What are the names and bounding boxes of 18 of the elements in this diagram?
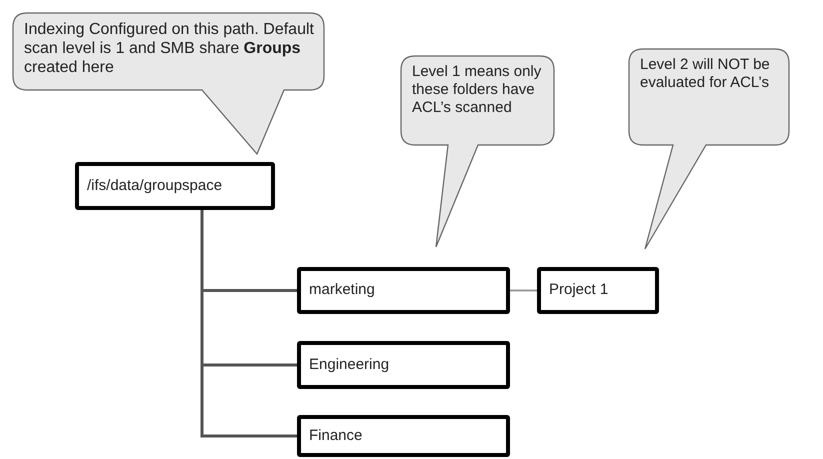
folder-box [297,415,510,457]
callout-text: Level 2 will NOT be evaluated for ACL’s [640,56,771,92]
folder-label: Finance [309,426,364,446]
connector-line [200,210,297,438]
folder-box [75,162,275,210]
folder-box [297,267,510,314]
speech-bubble [628,48,790,250]
folder-label: marketing [309,280,376,300]
callout-text: Level 1 means only these folders have ACL’s scanned [412,63,542,117]
folder-label: Engineering [309,354,390,375]
folder-label: Project 1 [549,280,610,300]
callout-text: Indexing Configured on this path. Default scan level is 1 and SMB share Groups created here [24,20,315,78]
folder-box [537,267,659,314]
folder-box [297,341,510,389]
speech-bubble [12,12,325,155]
folder-label: /ifs/data/groupspace [87,176,224,196]
speech-bubble [400,55,555,248]
connector-line [510,290,537,292]
